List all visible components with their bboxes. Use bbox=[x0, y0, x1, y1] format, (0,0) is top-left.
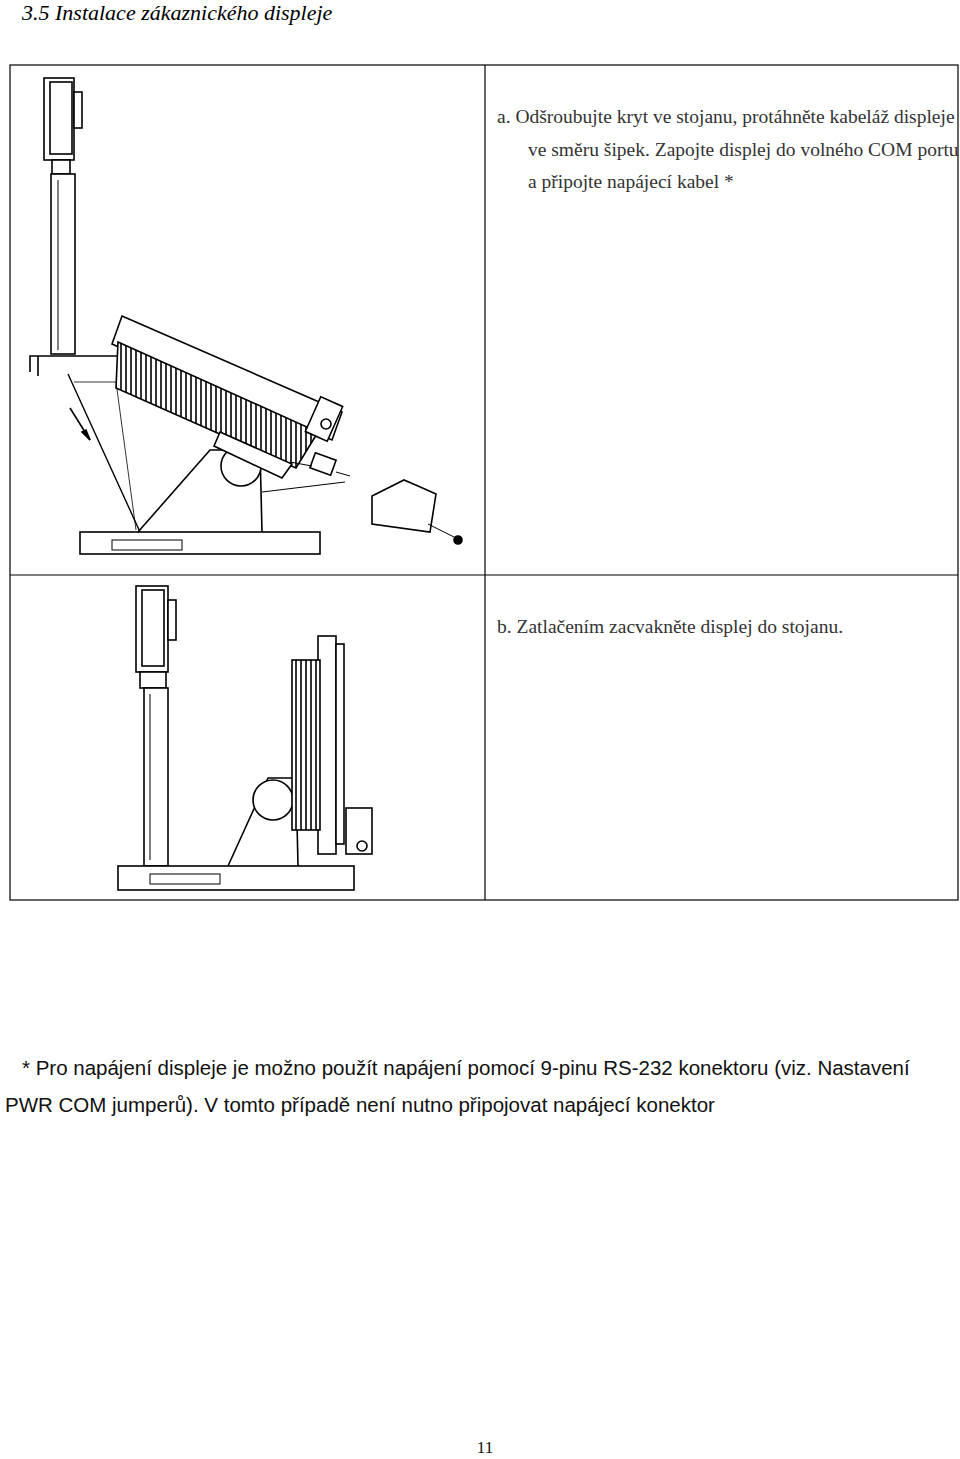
page-number: 11 bbox=[455, 1438, 515, 1458]
table-grid bbox=[10, 65, 958, 900]
section-title: 3.5 Instalace zákaznického displeje bbox=[22, 0, 332, 26]
footnote: * Pro napájení displeje je možno použít … bbox=[5, 1049, 957, 1123]
step-b-drawing bbox=[118, 586, 372, 890]
step-a-drawing bbox=[30, 78, 462, 554]
step-text: a. Odšroubujte kryt ve stojanu, protáhně… bbox=[497, 101, 960, 199]
step-text: b. Zatlačením zacvakněte displej do stoj… bbox=[497, 611, 960, 644]
